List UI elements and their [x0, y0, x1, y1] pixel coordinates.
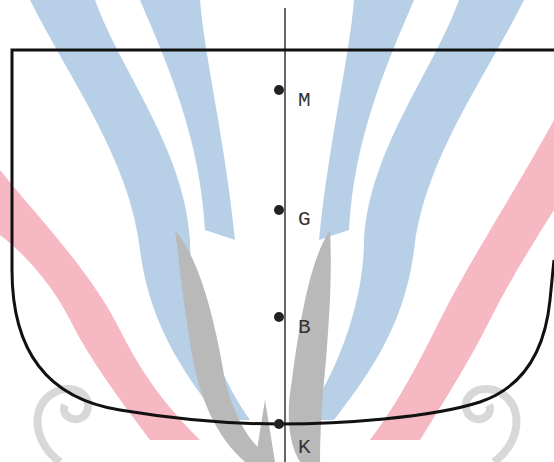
- watermark-band: [319, 0, 414, 240]
- watermark-band: [175, 230, 275, 462]
- watermark-band: [289, 230, 331, 462]
- gravity-centre-dot: [274, 205, 284, 215]
- watermark-band: [370, 120, 554, 440]
- centerline: [284, 8, 286, 462]
- hull-outline: [12, 50, 554, 424]
- watermark-band: [0, 170, 200, 440]
- watermark-band: [255, 400, 275, 462]
- watermark-band: [140, 0, 235, 240]
- watermark-swirl: [466, 389, 517, 462]
- point-label: B: [296, 316, 313, 339]
- metacentre-dot: [274, 85, 284, 95]
- point-label: K: [296, 436, 313, 459]
- keel-dot: [274, 419, 284, 429]
- point-label: G: [296, 208, 313, 231]
- watermark-band: [304, 0, 524, 420]
- buoyancy-centre-dot: [274, 312, 284, 322]
- point-label: M: [296, 89, 313, 112]
